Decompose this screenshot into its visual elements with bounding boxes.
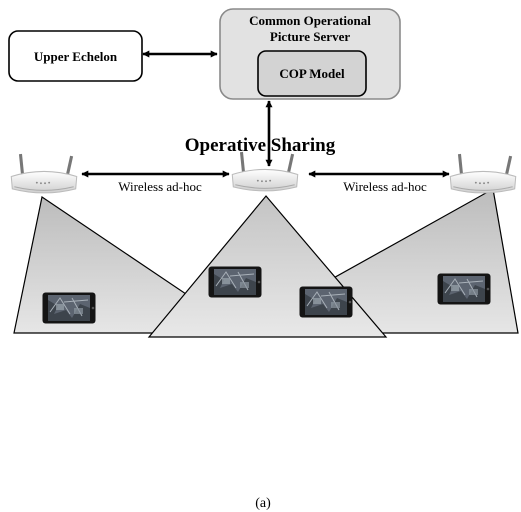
cluster-left-triangle [13, 196, 187, 334]
upper-echelon-node: Upper Echelon [8, 30, 143, 82]
upper-echelon-label: Upper Echelon [34, 49, 118, 64]
smartphone-icon [42, 292, 96, 324]
wireless-link-left-label: Wireless ad-hoc [118, 179, 202, 194]
cop-server-title-line1: Common Operational [249, 13, 371, 28]
wireless-link-right-label: Wireless ad-hoc [343, 179, 427, 194]
cop-model-box [257, 50, 367, 97]
operative-sharing-label: Operative Sharing [185, 135, 336, 156]
cop-server-title-line2: Picture Server [270, 29, 350, 44]
wireless-router-icon [9, 152, 79, 195]
figure-caption: (a) [255, 496, 271, 511]
wireless-router-icon [448, 152, 518, 195]
smartphone-icon [299, 286, 353, 318]
smartphone-icon [208, 266, 262, 298]
smartphone-icon [437, 273, 491, 305]
wireless-router-icon [230, 150, 300, 193]
cop-model-label: COP Model [279, 66, 345, 81]
cop-server-node: Common Operational Picture Server COP Mo… [219, 8, 401, 100]
